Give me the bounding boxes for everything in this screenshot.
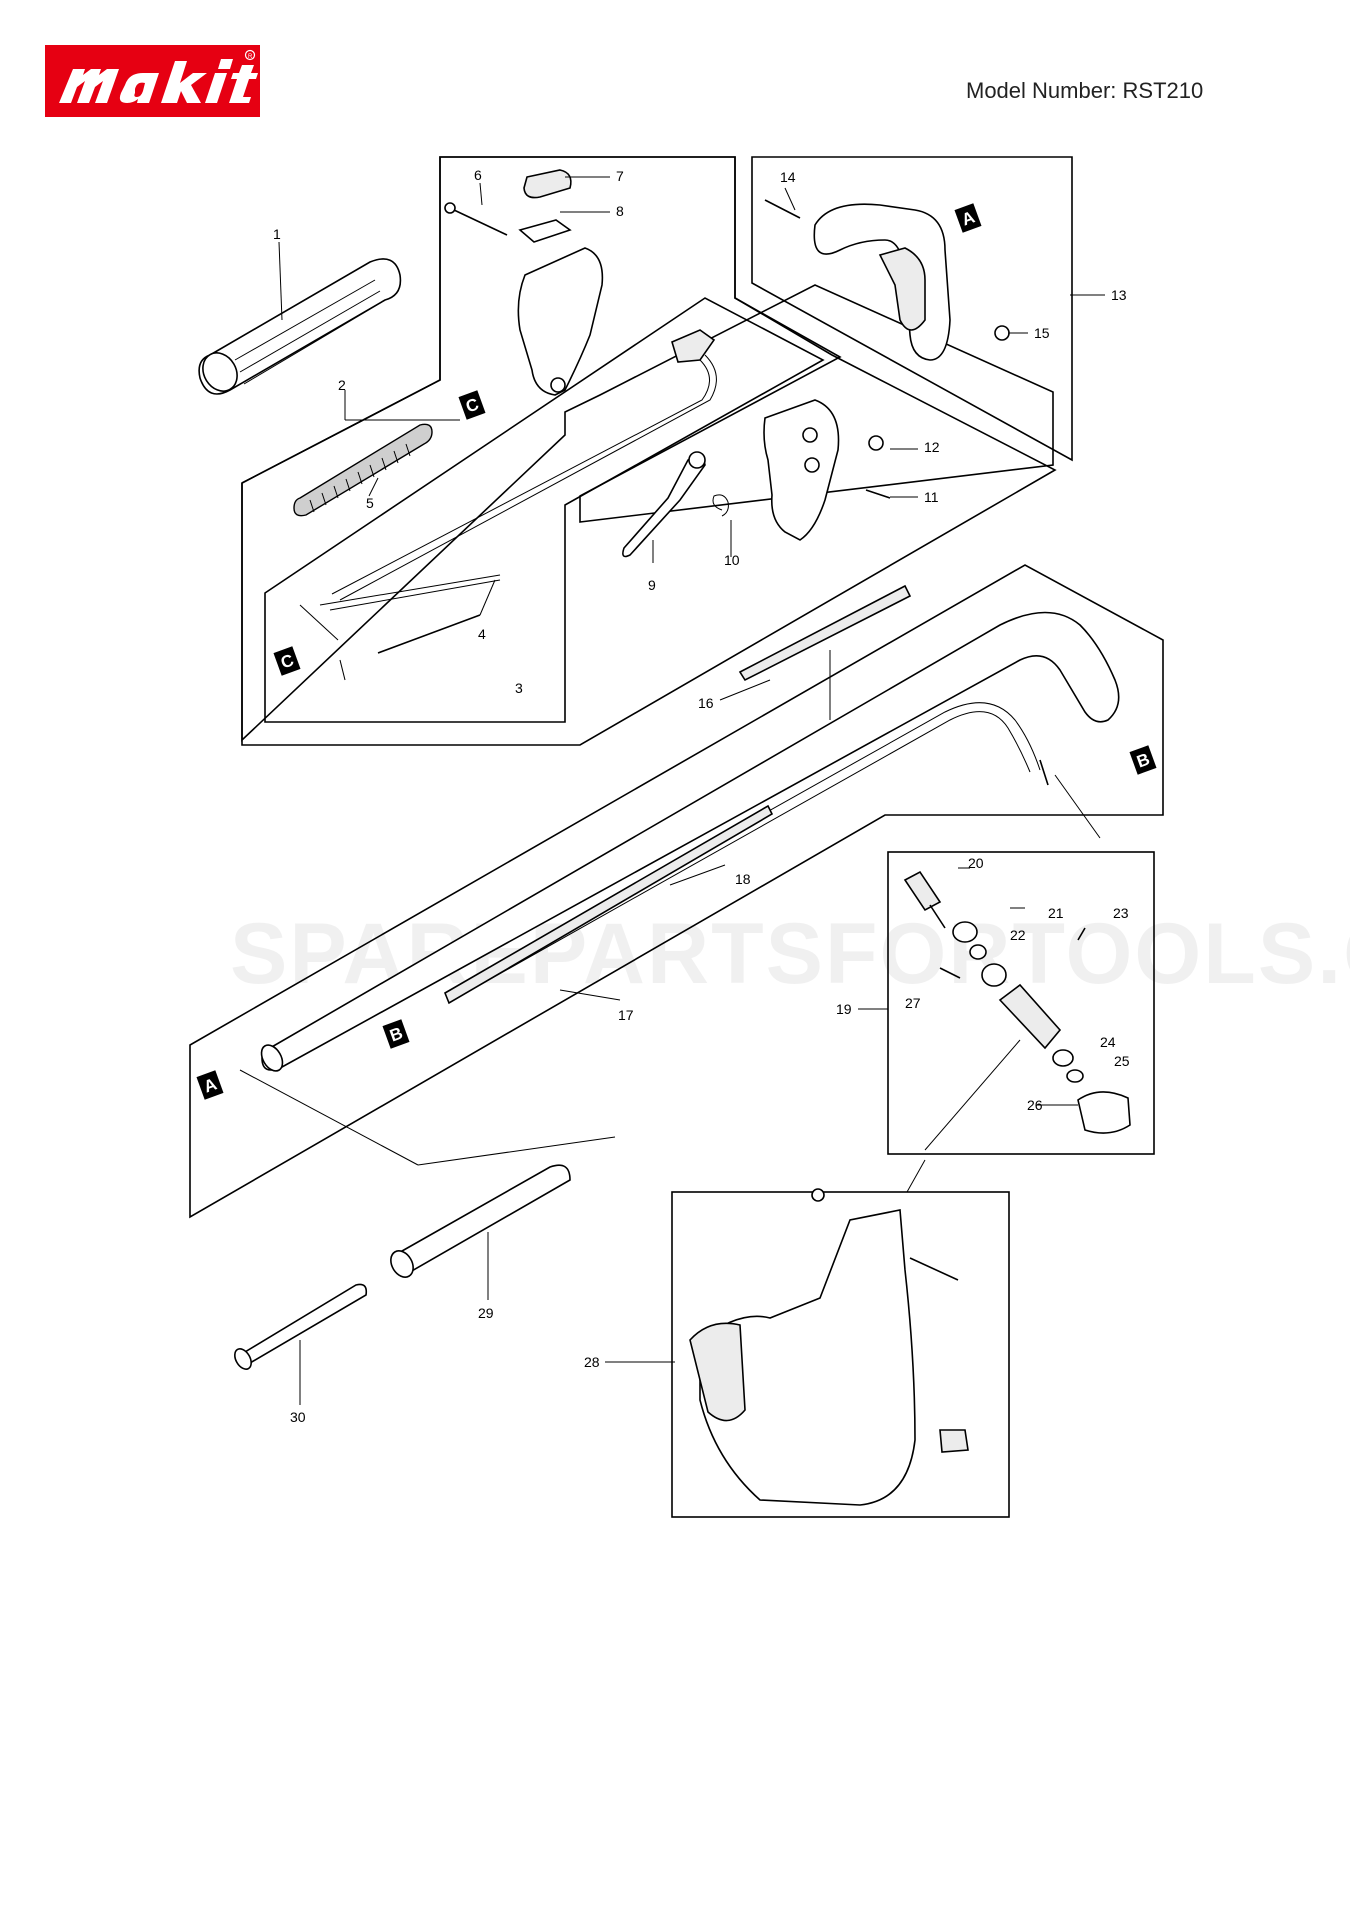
frame-throttle-assembly <box>264 297 825 723</box>
housing-nut-part <box>868 435 884 451</box>
svg-text:B: B <box>387 1023 405 1045</box>
grip-housing-part <box>517 247 604 396</box>
callout-20: 20 <box>968 855 984 871</box>
callout-23: 23 <box>1113 905 1129 921</box>
reference-tag-a-lower: A <box>196 1070 224 1100</box>
callout-28: 28 <box>584 1354 600 1370</box>
callout-29: 29 <box>478 1305 494 1321</box>
inner-tube-part <box>234 1283 368 1370</box>
callout-5: 5 <box>366 495 374 511</box>
long-screw-part <box>444 202 508 236</box>
callout-24: 24 <box>1100 1034 1116 1050</box>
callout-7: 7 <box>616 168 624 184</box>
handle-screw-part <box>764 199 801 219</box>
loop-handle-part <box>813 203 951 361</box>
callout-18: 18 <box>735 871 751 887</box>
svg-text:R: R <box>248 54 253 60</box>
frame-gear-head <box>887 851 1155 1155</box>
callout-22: 22 <box>1010 927 1026 943</box>
drive-cable-part <box>449 702 1041 991</box>
spring-part <box>293 423 433 517</box>
frame-control-housing-outline <box>241 156 1057 746</box>
callout-14: 14 <box>780 169 796 185</box>
callout-15: 15 <box>1034 325 1050 341</box>
housing-screw-part <box>865 489 891 499</box>
callout-17: 17 <box>618 1007 634 1023</box>
callout-27: 27 <box>905 995 921 1011</box>
reference-tag-b-right: B <box>1129 745 1157 775</box>
warning-label-part <box>738 584 912 682</box>
callout-19: 19 <box>836 1001 852 1017</box>
makita-logo: R <box>45 45 260 117</box>
svg-text:C: C <box>278 650 296 672</box>
callout-1: 1 <box>273 226 281 242</box>
callout-30: 30 <box>290 1409 306 1425</box>
callout-10: 10 <box>724 552 740 568</box>
callout-13: 13 <box>1111 287 1127 303</box>
svg-text:B: B <box>1134 749 1152 771</box>
callout-26: 26 <box>1027 1097 1043 1113</box>
lower-housing-part <box>763 399 840 541</box>
callout-16: 16 <box>698 695 714 711</box>
callout-25: 25 <box>1114 1053 1130 1069</box>
svg-text:A: A <box>201 1074 219 1096</box>
leader-lines <box>239 176 1105 1405</box>
frame-loop-handle <box>751 156 1073 462</box>
grip-part <box>198 258 402 395</box>
cable-switch-part <box>671 329 716 363</box>
frame-drive-shaft <box>189 564 1164 1219</box>
gear-head-parts <box>903 870 1131 1134</box>
frame-guard <box>671 1191 1010 1518</box>
handle-nut-part <box>994 325 1010 341</box>
reference-tag-b-left: B <box>382 1019 410 1049</box>
throttle-cable-part <box>319 574 501 654</box>
callout-11: 11 <box>924 489 939 505</box>
callout-3: 3 <box>515 680 523 696</box>
drive-shaft-part <box>444 804 774 1005</box>
shaft-tube-part <box>261 611 1120 1071</box>
switch-plate-part <box>518 219 572 243</box>
reference-tag-c-upper: C <box>458 390 486 420</box>
callout-6: 6 <box>474 167 482 183</box>
throttle-trigger-part <box>622 455 706 558</box>
callout-12: 12 <box>924 439 940 455</box>
callout-2: 2 <box>338 377 346 393</box>
grip-tube-part <box>390 1164 571 1278</box>
model-number: Model Number: RST210 <box>966 78 1204 103</box>
callout-4: 4 <box>478 626 486 642</box>
callout-9: 9 <box>648 577 656 593</box>
callout-21: 21 <box>1048 905 1064 921</box>
svg-text:C: C <box>463 394 481 416</box>
svg-text:A: A <box>959 207 977 229</box>
reference-tag-a-upper: A <box>954 203 982 233</box>
trigger-spring-part <box>712 494 729 517</box>
switch-button-part <box>523 169 572 199</box>
reference-tag-c-lower: C <box>273 646 301 676</box>
callout-8: 8 <box>616 203 624 219</box>
guard-part <box>689 1188 969 1506</box>
